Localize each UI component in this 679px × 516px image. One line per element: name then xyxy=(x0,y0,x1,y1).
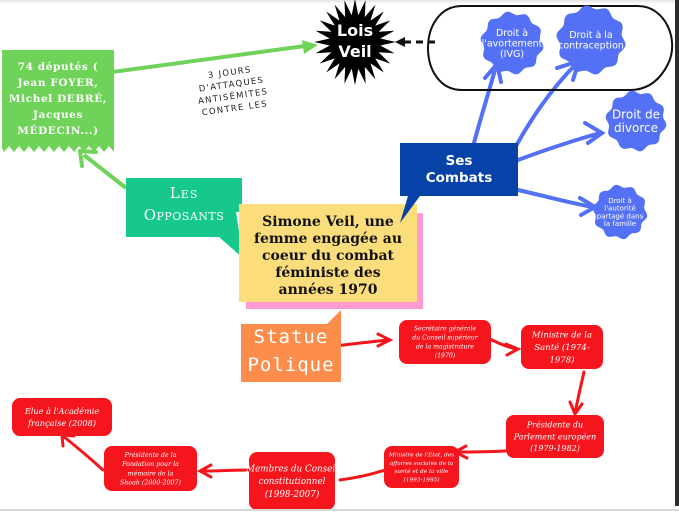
opposants-callout[interactable] xyxy=(126,178,243,258)
deputes-line-5: MÉDECIN...) xyxy=(17,123,98,137)
opposants-line1: Les xyxy=(170,184,199,202)
step-ministre-sante-label: Ministre de la xyxy=(531,331,592,341)
right-ivg-blob[interactable] xyxy=(480,11,544,75)
step-fondation-shoah-label: mémoire de la xyxy=(128,470,174,477)
step-ministre-sante-label: Santé (1974- xyxy=(534,342,589,353)
scrollbar-edge[interactable] xyxy=(675,0,679,506)
arrowhead-fondation xyxy=(196,463,213,479)
lois-veil-line2[interactable]: Veil xyxy=(338,42,371,61)
step-conseil-constitutionnel-label: Membres du Conseil xyxy=(245,464,338,474)
step-secretaire-label: du Conseil supérieur xyxy=(412,335,478,342)
right-contraception-label: contraception xyxy=(558,41,624,52)
step-ministre-etat-label: affaires sociales de la xyxy=(390,461,454,467)
right-ivg-label: (IVG) xyxy=(500,49,524,60)
deputes-line-4: Jacques xyxy=(32,109,83,121)
arrowhead-deputes xyxy=(78,149,98,168)
step-fondation-shoah-label: Fondation pour la xyxy=(121,461,179,468)
lois-veil-starburst xyxy=(314,0,396,86)
step-secretaire-label: (1970) xyxy=(435,353,456,360)
rights-group-ellipse xyxy=(426,5,674,91)
arrow-combats-to-autorite xyxy=(516,188,595,209)
right-divorce-blob[interactable] xyxy=(605,90,667,152)
step-fondation-shoah-label: Shoah (2000-2007) xyxy=(120,479,182,486)
statut-line2: Polique xyxy=(247,354,334,376)
right-autorite-label: la famille xyxy=(604,220,636,228)
right-contraception-blob[interactable] xyxy=(556,5,626,75)
center-title-line: Simone Veil, une xyxy=(262,214,394,230)
arrowhead-dashed xyxy=(395,37,405,47)
step-fondation-shoah-label: Présidente de la xyxy=(124,452,177,459)
statut-callout[interactable] xyxy=(241,310,341,382)
center-title-line: féministe des xyxy=(275,265,380,281)
step-ministre-etat-label: Ministre de l'Etat, des xyxy=(388,452,454,458)
arrowhead-parlement xyxy=(568,400,584,418)
step-secretaire-label: de la magistrature xyxy=(416,344,474,351)
right-divorce-label: divorce xyxy=(614,121,658,135)
step-parlement-europeen-label: Présidente du xyxy=(526,421,583,430)
arrow-sante-to-parlement xyxy=(573,370,586,415)
page-bottom-divider xyxy=(0,509,679,511)
step-academie-francaise-label: Elue à l'Académie xyxy=(24,406,100,416)
step-academie-francaise-box[interactable] xyxy=(12,398,112,436)
step-academie-francaise-label: française (2008) xyxy=(27,418,96,428)
deputes-line-2: Jean FOYER, xyxy=(17,77,99,89)
right-ivg-label: l'avortement xyxy=(482,38,543,49)
right-autorite-label: l'autorité xyxy=(604,205,636,213)
combats-callout[interactable] xyxy=(400,143,518,223)
step-parlement-europeen-label: (1979-1982) xyxy=(530,444,580,453)
attacks-label: 3 JOURS D'ATTAQUES ANTISÉMITES CONTRE LE… xyxy=(197,65,269,118)
right-autorite-label: Droit à xyxy=(608,197,632,205)
step-parlement-europeen-label: Parlement européen xyxy=(513,432,596,441)
center-title-line: coeur du combat xyxy=(262,248,395,264)
step-fondation-shoah-box[interactable] xyxy=(104,446,197,491)
combats-line2: Combats xyxy=(426,170,493,186)
step-ministre-etat-label: (1993-1995) xyxy=(404,477,440,484)
step-ministre-etat-label: santé et de la ville xyxy=(395,468,449,475)
step-ministre-sante-label: 1978) xyxy=(550,354,575,365)
step-secretaire-label: Secrétaire générale xyxy=(414,326,477,333)
arrow-combats-to-ivg xyxy=(472,64,498,145)
right-divorce-label: Droit de xyxy=(612,108,660,122)
step-parlement-europeen-box[interactable] xyxy=(506,415,604,458)
arrow-fondation-to-academie xyxy=(61,434,105,472)
step-conseil-constitutionnel-label: (1998-2007) xyxy=(265,489,320,500)
arrow-combats-to-divorce xyxy=(516,131,602,162)
opposants-line2: Opposants xyxy=(144,206,225,224)
top-edge-shadow xyxy=(0,0,679,4)
step-conseil-constitutionnel-box[interactable] xyxy=(249,452,335,510)
arrow-ministre-etat-to-conseil xyxy=(338,468,387,482)
step-ministre-sante-box[interactable] xyxy=(521,325,603,369)
arrow-deputes-to-lois-veil xyxy=(111,44,306,74)
step-secretaire-box[interactable] xyxy=(399,320,491,364)
step-conseil-constitutionnel-label: constitutionnel xyxy=(259,477,326,487)
deputes-line-3: Michel DEBRÉ, xyxy=(9,91,107,105)
right-autorite-blob[interactable] xyxy=(592,184,648,240)
combats-line1: Ses xyxy=(446,153,473,169)
arrow-conseil-to-fondation xyxy=(200,468,251,473)
center-title-line: années 1970 xyxy=(279,282,378,298)
lois-veil-line1[interactable]: Lois xyxy=(337,21,373,40)
arrowhead-divorce xyxy=(583,121,606,145)
arrowhead-sante xyxy=(504,342,522,357)
arrow-opposants-to-deputes xyxy=(82,153,128,190)
statut-line1: Statue xyxy=(254,326,329,348)
right-contraception-label: Droit à la xyxy=(569,30,613,41)
deputes-line-1: 74 députés ( xyxy=(18,61,99,73)
center-title-box[interactable] xyxy=(239,204,417,302)
step-ministre-etat-box[interactable] xyxy=(384,446,459,488)
right-ivg-label: Droit à xyxy=(496,28,528,39)
arrowhead-secretaire xyxy=(376,332,394,348)
arrowhead-lois-veil xyxy=(302,40,318,54)
right-autorite-label: partagé dans xyxy=(597,212,644,220)
center-title-line: femme engagée au xyxy=(254,231,402,247)
arrow-parlement-to-ministre-etat xyxy=(454,449,507,454)
deputes-box[interactable] xyxy=(2,50,114,152)
